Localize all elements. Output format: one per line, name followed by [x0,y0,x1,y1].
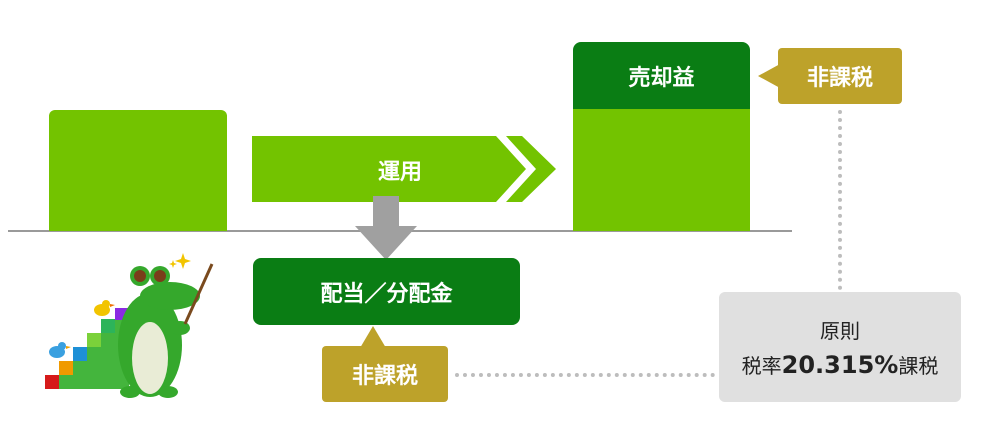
crocodile-mascot-icon [118,266,200,398]
tax-rate-suffix: 課税 [898,354,939,378]
dividend-label: 配当／分配金 [320,281,453,307]
dotted-connector-vertical [838,110,842,290]
dividend-box: 配当／分配金 [253,258,520,325]
bird-icon [49,342,71,358]
tax-rate-percent: % [874,351,899,379]
callout-pointer-left-icon [758,64,780,88]
tax-rate-value: 20.315 [781,351,875,379]
tax-exempt-label-bottom: 非課税 [351,364,418,389]
tax-exempt-label-top: 非課税 [806,66,873,91]
bird-icon [94,300,115,316]
sparkle-icon [169,253,191,269]
dotted-connector-horizontal [455,373,715,377]
crocodile-mascot-illustration [45,253,214,398]
operation-arrow [252,136,556,202]
tax-exempt-badge-bottom: 非課税 [322,346,448,402]
tax-exempt-badge-top: 非課税 [778,48,902,104]
capital-gain-box: 売却益 [573,42,750,109]
initial-investment-bar [49,110,227,231]
tax-rate-prefix: 税率 [741,354,782,378]
principle-tax-box: 原則 税率20.315%課税 [719,292,961,402]
operation-label: 運用 [377,160,422,185]
capital-gain-label: 売却益 [628,65,695,91]
down-arrow-icon [355,196,417,260]
tax-rate-line: 税率20.315%課税 [742,350,939,379]
principle-label: 原則 [820,319,860,343]
callout-pointer-up-icon [360,326,386,348]
pointer-stick-icon [183,263,214,325]
